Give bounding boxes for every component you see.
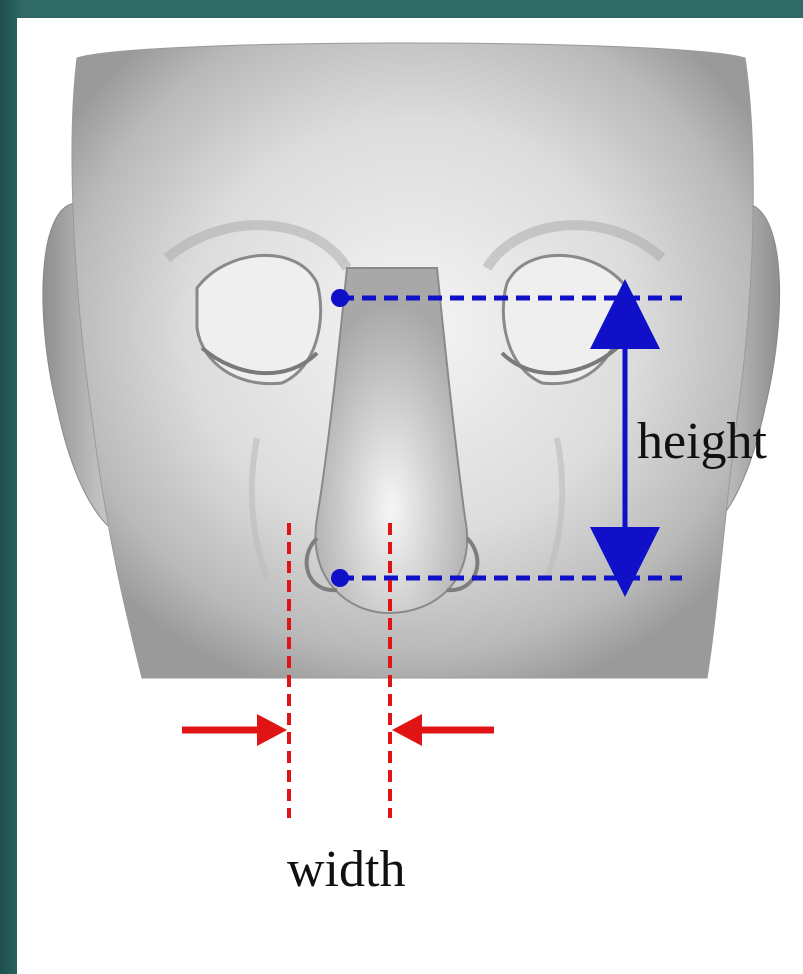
- face-model-icon: [43, 43, 780, 678]
- height-label: height: [637, 413, 768, 470]
- nose-measurement-diagram: height width: [17, 18, 803, 974]
- left-eye-icon: [197, 255, 321, 383]
- arrow-left-pointing-icon: [392, 714, 494, 746]
- subnasale-point-icon: [331, 569, 349, 587]
- nasion-point-icon: [331, 289, 349, 307]
- arrow-right-pointing-icon: [182, 714, 287, 746]
- diagram-panel: height width: [17, 18, 803, 974]
- width-label: width: [287, 841, 405, 898]
